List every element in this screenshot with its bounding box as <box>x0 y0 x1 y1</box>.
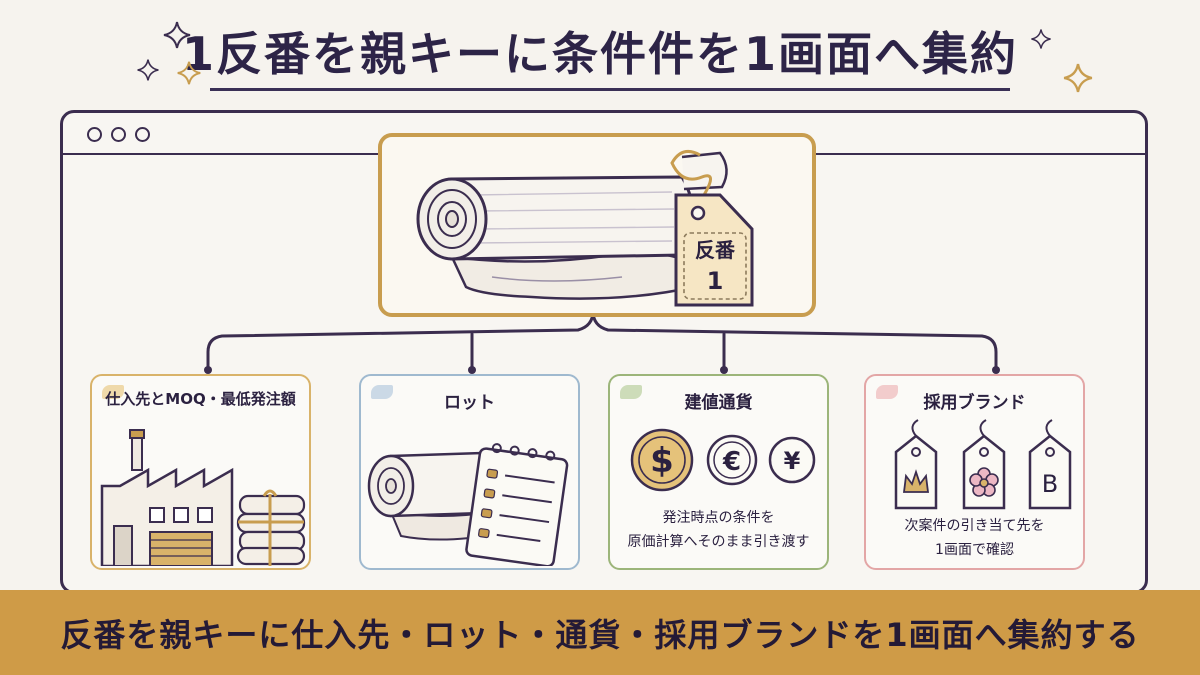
card-note-line: 原価計算へそのまま引き渡す <box>627 534 810 550</box>
window-dot-icon <box>87 127 102 142</box>
card-title: 建値通貨 <box>684 393 753 413</box>
card-accent-tab <box>371 385 393 399</box>
card-note-line: 次案件の引き当て先を <box>904 518 1045 534</box>
sparkle-icon <box>163 21 191 49</box>
lot-roll-notepad-icon <box>367 443 569 566</box>
card-note-line: 1画面で確認 <box>935 542 1014 558</box>
fabric-roll-icon: 反番 1 <box>416 149 754 307</box>
yen-icon: ¥ <box>784 447 801 475</box>
card-accent-tab <box>876 385 898 399</box>
card-currency: 建値通貨 $ € ¥ 発注時点の条件を 原価計算へそのまま引き渡す <box>608 374 829 570</box>
page-title: 1反番を親キーに条件件を1画面へ集約 <box>181 27 1018 81</box>
dollar-icon: $ <box>650 441 674 481</box>
summary-banner: 反番を親キーに仕入先・ロット・通貨・採用ブランドを1画面へ集約する <box>0 590 1200 675</box>
sparkle-icon <box>137 59 159 81</box>
sparkle-icon <box>177 61 201 85</box>
title-underline <box>210 88 1010 91</box>
factory-icon <box>100 429 306 566</box>
flower-icon <box>969 467 999 497</box>
window-dot-icon <box>135 127 150 142</box>
hero-tag-number: 1 <box>707 267 724 295</box>
brand-letter-icon: B <box>1042 470 1058 498</box>
card-accent-tab <box>102 385 124 399</box>
brand-tags-icon: B <box>894 419 1072 510</box>
card-note-line: 発注時点の条件を <box>662 510 775 526</box>
card-title: 採用ブランド <box>923 393 1026 413</box>
hero-tag-label: 反番 <box>695 238 736 262</box>
euro-icon: € <box>722 447 741 477</box>
card-title: 仕入先とMOQ・最低発注額 <box>105 390 296 408</box>
card-accent-tab <box>620 385 642 399</box>
card-lot: ロット <box>359 374 580 570</box>
window-dot-icon <box>111 127 126 142</box>
sparkle-icon <box>1063 63 1093 93</box>
summary-banner-text: 反番を親キーに仕入先・ロット・通貨・採用ブランドを1画面へ集約する <box>60 616 1140 654</box>
card-adopted-brand: 採用ブランド B 次案件の引き当て先を 1画面で確認 <box>864 374 1085 570</box>
hero-fabric-roll-card: 反番 1 <box>378 133 816 317</box>
currency-coins-icon: $ € ¥ <box>630 428 816 492</box>
sparkle-icon <box>1031 29 1051 49</box>
crown-icon <box>902 469 930 493</box>
card-supplier-moq: 仕入先とMOQ・最低発注額 <box>90 374 311 570</box>
card-title: ロット <box>444 393 495 413</box>
